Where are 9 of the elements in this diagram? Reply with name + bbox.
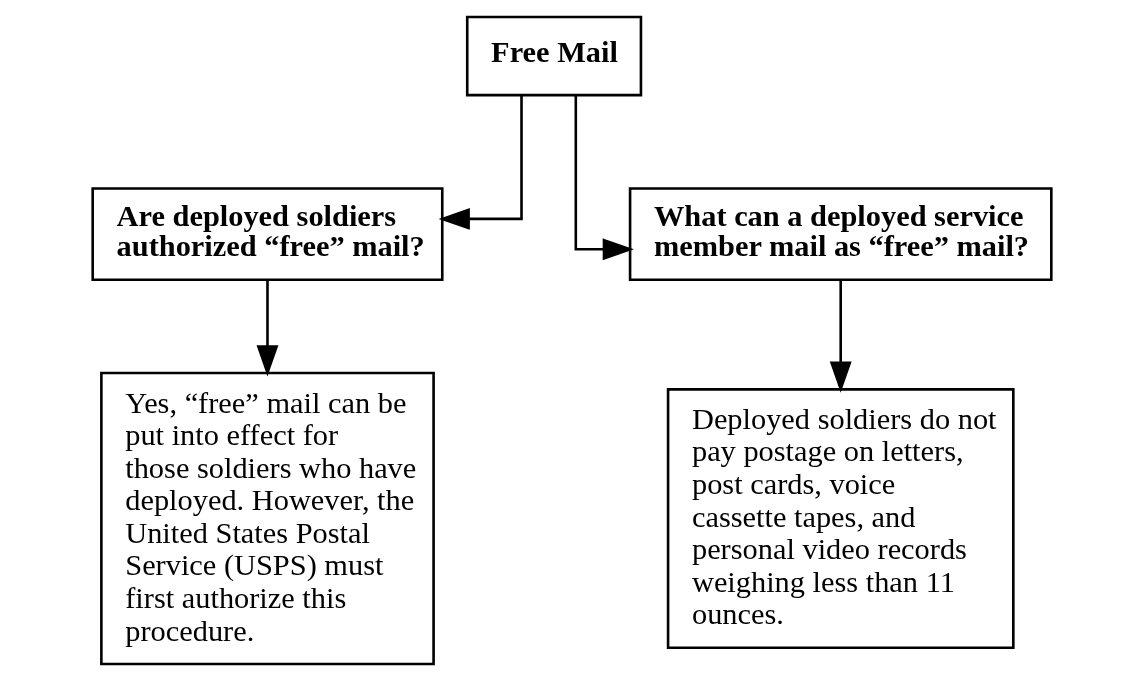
node-box: Yes, “free” mail can be put into effect for those soldiers who have deployed. However, the United States Postal Service (USPS) must first authorize this procedure. [100,371,435,666]
arrow [256,279,279,377]
node-box: What can a deployed service member mail as “free” mail? [628,187,1053,281]
arrow [574,95,634,261]
node-box: Free Mail [465,15,643,97]
node-box: Deployed soldiers do not pay postage on letters, post cards, voice cassette tapes, and personal video records weighing less than 11 ounces. [666,388,1015,650]
node-box: Are deployed soldiers authorized “free” mail? [91,187,444,281]
arrow [829,279,852,393]
arrow [438,95,523,230]
